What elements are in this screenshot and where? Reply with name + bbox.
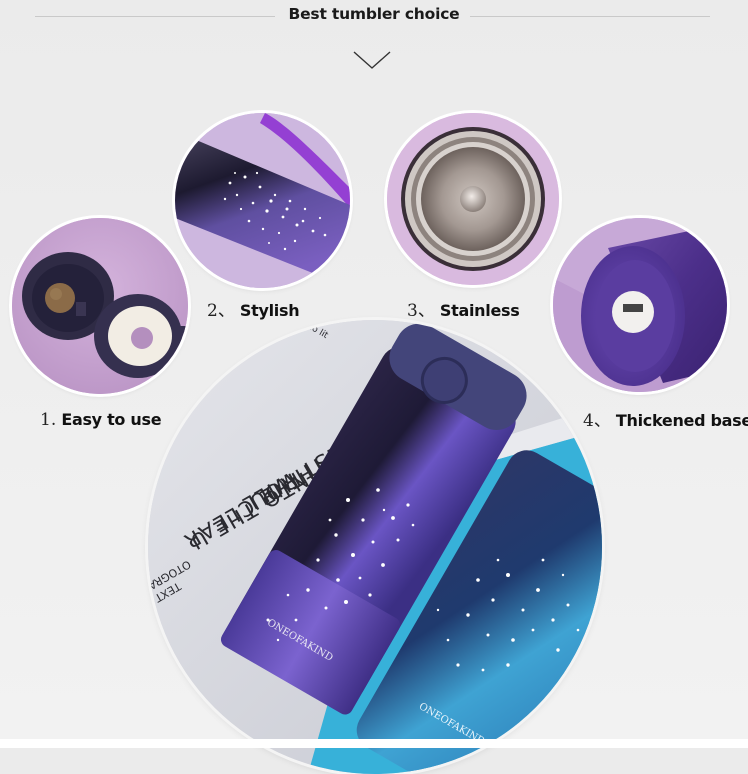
lid-illustration [12,218,188,394]
feature-image-easy-to-use [12,218,188,394]
feature-title: Thickened base [615,411,748,430]
feature-label-thickened-base: 4、 Thickened base [583,406,748,431]
feature-label-stylish: 2、 Stylish [207,296,300,321]
feature-title: Stainless [439,301,520,320]
feature-image-stylish [175,113,350,288]
bottom-margin [0,739,748,748]
stainless-interior-illustration [387,113,559,285]
feature-label-easy-to-use: 1. Easy to use [40,410,162,430]
hero-tumblers-illustration: THE CLEAR YINTO THE U IS THROU FOREST WI… [148,320,602,774]
tumbler-base-illustration [553,218,727,392]
feature-number: 3、 [407,301,435,321]
feature-number: 4、 [583,411,611,431]
page-title: Best tumbler choice [288,5,460,23]
feature-image-stainless [387,113,559,285]
header-divider-right [470,16,710,17]
feature-number: 2、 [207,301,235,321]
feature-image-thickened-base [553,218,727,392]
feature-label-stainless: 3、 Stainless [407,296,520,321]
feature-number: 1. [40,410,57,430]
feature-title: Easy to use [61,410,162,429]
starry-tumbler-illustration [175,113,350,288]
feature-title: Stylish [239,301,300,320]
header-divider-left [35,16,275,17]
chevron-down-icon [353,51,391,69]
hero-image-tumblers: THE CLEAR YINTO THE U IS THROU FOREST WI… [148,320,602,774]
